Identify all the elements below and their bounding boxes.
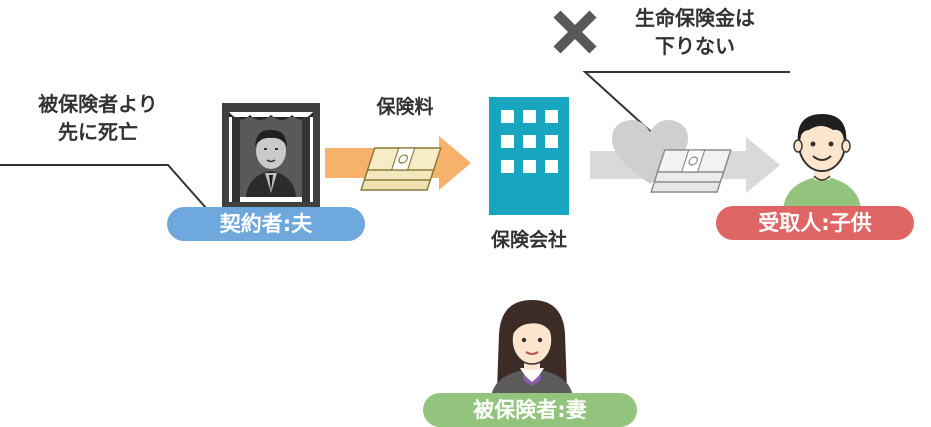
note-insured-death-line2: 先に死亡 <box>58 120 138 144</box>
leader-line-left <box>0 164 207 209</box>
banknotes-grey-icon <box>650 149 732 193</box>
company-label: 保険会社 <box>490 229 567 251</box>
memorial-portrait-icon <box>222 103 320 209</box>
no-payout-line1: 生命保険金は <box>635 6 755 30</box>
child-avatar-icon <box>783 114 861 210</box>
note-insured-death: 被保険者より 先に死亡 <box>18 92 178 144</box>
no-payout-line2: 下りない <box>655 34 735 58</box>
note-insured-death-line1: 被保険者より <box>38 92 158 116</box>
wife-avatar-icon <box>491 300 573 398</box>
cross-icon <box>553 10 597 54</box>
role-beneficiary-badge: 受取人:子供 <box>716 206 914 240</box>
role-insured-badge: 被保険者:妻 <box>423 393 637 427</box>
banknotes-icon <box>360 147 442 191</box>
insurance-company-building-icon <box>489 97 569 215</box>
leader-line-right <box>582 71 790 141</box>
role-contractor-badge: 契約者:夫 <box>167 207 365 241</box>
no-payout-note: 生命保険金は 下りない <box>605 6 785 58</box>
premium-label: 保険料 <box>376 96 434 118</box>
